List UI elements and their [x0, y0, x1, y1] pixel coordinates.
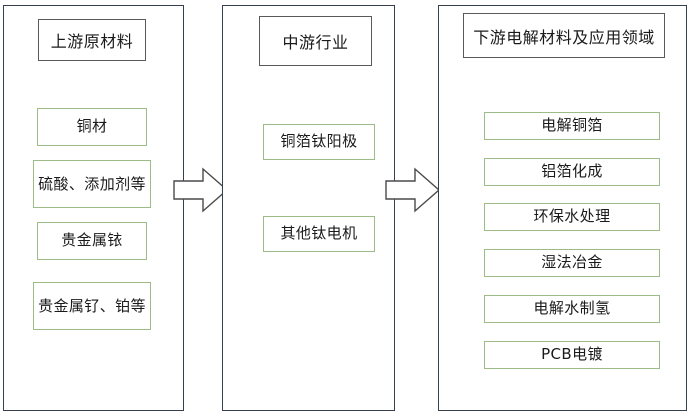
downstream-item-1: 铝箔化成 — [484, 158, 660, 186]
upstream-item-1: 硫酸、添加剂等 — [33, 160, 151, 208]
downstream-item-0: 电解铜箔 — [484, 112, 660, 140]
upstream-item-0: 铜材 — [37, 108, 147, 146]
midstream-item-1: 其他钛电机 — [263, 216, 375, 252]
arrow-midstream-to-downstream — [385, 162, 441, 218]
column-header-downstream: 下游电解材料及应用领域 — [463, 13, 665, 58]
downstream-item-4: 电解水制氢 — [484, 295, 660, 323]
downstream-item-3: 湿法冶金 — [484, 249, 660, 277]
downstream-item-2: 环保水处理 — [484, 203, 660, 231]
arrow-upstream-to-midstream — [173, 162, 229, 218]
column-midstream — [222, 5, 395, 411]
downstream-item-5: PCB电镀 — [484, 341, 660, 369]
column-upstream — [3, 5, 184, 411]
midstream-item-0: 铜箔钛阳极 — [263, 124, 375, 160]
upstream-item-2: 贵金属铱 — [37, 222, 147, 260]
column-header-midstream: 中游行业 — [259, 16, 372, 66]
upstream-item-3: 贵金属钌、铂等 — [33, 282, 151, 330]
column-header-upstream: 上游原材料 — [38, 19, 146, 61]
